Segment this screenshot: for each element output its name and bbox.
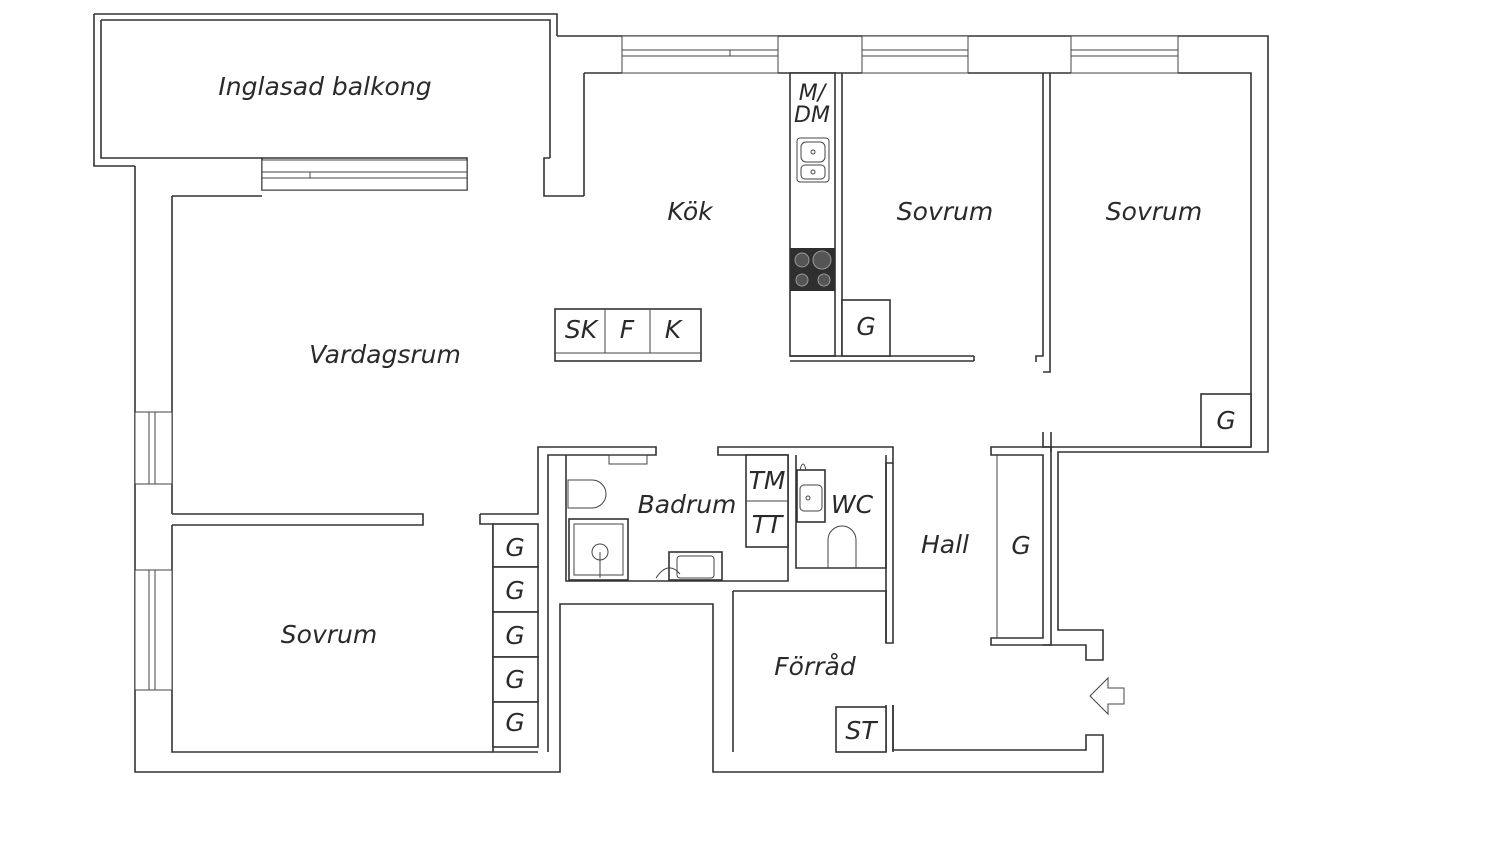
room-label-bathroom: Badrum xyxy=(638,490,737,519)
wardrobe-label-bedroom-3-1: G xyxy=(505,533,524,562)
wardrobe-label-bedroom-3-5: G xyxy=(505,708,524,737)
room-label-hall: Hall xyxy=(921,530,969,559)
refrigerator-label: K xyxy=(665,315,684,344)
room-label-bedroom-2: Sovrum xyxy=(1106,197,1202,226)
wardrobe-label-bedroom-3-3: G xyxy=(505,621,524,650)
bathroom-fixtures xyxy=(567,454,789,581)
kitchen-fridge-unit xyxy=(554,308,702,362)
washer-label: TM xyxy=(749,466,786,495)
wardrobe-boxes xyxy=(492,299,1252,753)
room-label-wc: WC xyxy=(831,490,874,519)
storage-cabinet-label: ST xyxy=(845,716,878,745)
interior-walls xyxy=(172,72,1251,753)
entrance-arrow-icon xyxy=(1089,676,1125,716)
kitchen-sink xyxy=(796,137,830,183)
wardrobe-label-bedroom-3-4: G xyxy=(505,665,524,694)
dishwasher-label-line1: M/ xyxy=(799,81,828,106)
wardrobe-label-bedroom-3-2: G xyxy=(505,576,524,605)
wardrobe-label-hall: G xyxy=(1011,531,1030,560)
wardrobe-label-bedroom-1: G xyxy=(856,312,875,341)
dryer-label: TT xyxy=(752,510,784,539)
outer-walls xyxy=(134,35,1269,773)
room-label-kitchen: Kök xyxy=(667,197,714,226)
dishwasher-label-line2: DM xyxy=(794,103,830,128)
wardrobe-label-bedroom-2: G xyxy=(1216,406,1235,435)
fridge-label: F xyxy=(620,315,635,344)
cooktop-icon xyxy=(790,248,835,291)
freezer-label: SK xyxy=(565,315,600,344)
room-label-living-room: Vardagsrum xyxy=(309,340,461,369)
wc-fixtures xyxy=(796,463,857,568)
windows xyxy=(134,35,1179,691)
room-label-bedroom-1: Sovrum xyxy=(897,197,993,226)
room-label-storage: Förråd xyxy=(774,652,856,681)
room-label-balcony: Inglasad balkong xyxy=(218,72,431,101)
room-label-bedroom-3: Sovrum xyxy=(281,620,377,649)
balcony xyxy=(93,13,584,197)
